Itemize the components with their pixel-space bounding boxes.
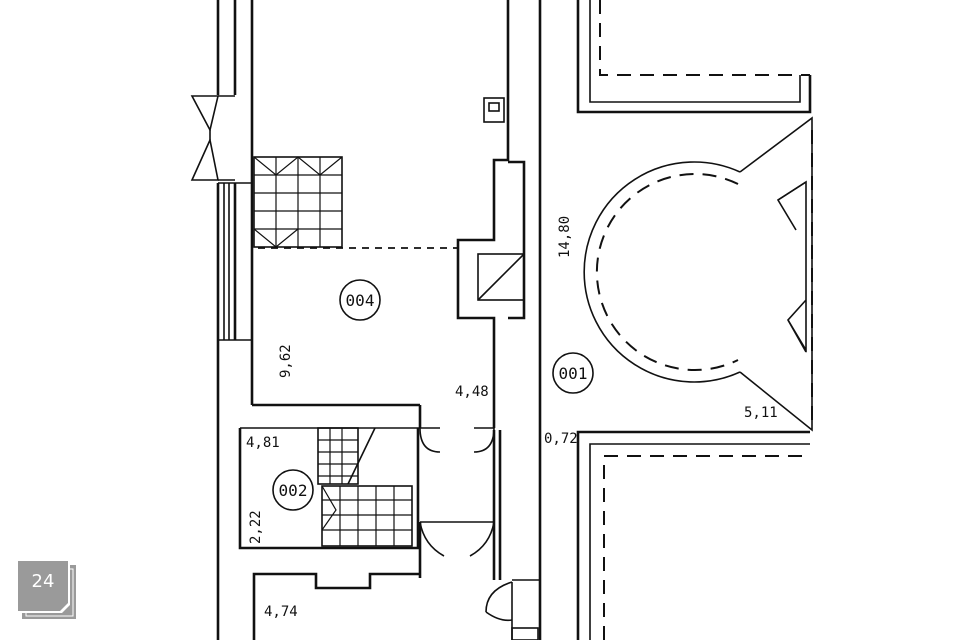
room-id-002: 002 <box>279 481 308 500</box>
dimension-2-22: 2,22 <box>248 510 264 544</box>
dimension-0-72: 0,72 <box>544 431 578 447</box>
page-number: 24 <box>31 571 55 592</box>
room-002-walls <box>238 428 420 550</box>
room-id-001: 001 <box>559 364 588 383</box>
right-lower-enclosure <box>576 430 810 640</box>
dimension-4-81: 4,81 <box>246 435 280 451</box>
ventilation-shaft <box>477 253 525 301</box>
dimension-14-80: 14,80 <box>557 216 573 258</box>
room-tag-001: 001 <box>552 352 594 394</box>
round-room <box>583 116 813 432</box>
single-door-corridor <box>485 581 539 640</box>
double-door-upper <box>419 427 495 453</box>
corridor-walls <box>492 0 542 640</box>
room-id-004: 004 <box>346 291 375 310</box>
right-upper-enclosure <box>576 0 812 114</box>
page-number-badge: 24 <box>18 561 76 619</box>
upper-stair <box>253 156 343 248</box>
room-tag-002: 002 <box>272 469 314 511</box>
dimension-4-48: 4,48 <box>455 384 489 400</box>
lower-stair <box>317 427 413 547</box>
room-lower-walls <box>252 572 420 640</box>
dimension-4-74: 4,74 <box>264 604 298 620</box>
double-door-lower <box>418 521 495 578</box>
balcony-double-door <box>190 95 235 181</box>
room-004-walls <box>240 0 510 429</box>
sink-fixture <box>483 97 505 123</box>
room-tag-004: 004 <box>339 279 381 321</box>
dimension-9-62: 9,62 <box>278 344 294 378</box>
dimension-5-11: 5,11 <box>744 405 778 421</box>
badge-shape <box>18 561 76 619</box>
left-exterior-wall <box>216 0 252 640</box>
